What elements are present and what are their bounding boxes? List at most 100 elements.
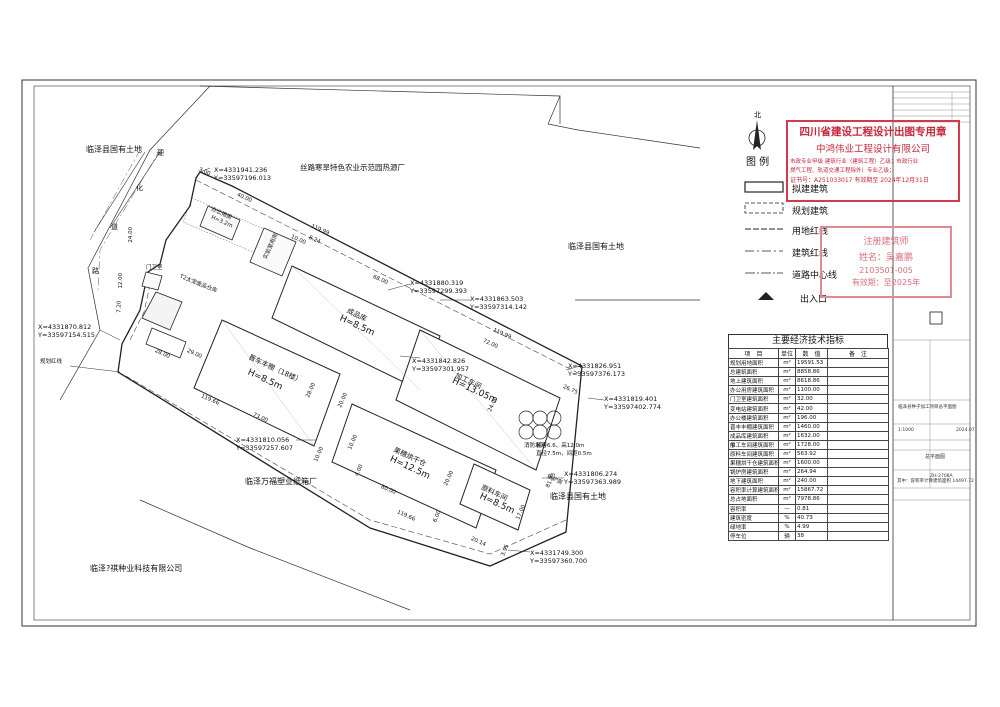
indicators-cell xyxy=(827,458,889,469)
dimension-label: 12.00 xyxy=(118,272,125,289)
indicators-cell: 果穗烘干仓建筑面积 xyxy=(728,458,779,469)
building-line-label: 规划红线 xyxy=(40,359,63,365)
title-block-grid xyxy=(893,91,970,501)
coord-y: Y=33597301.957 xyxy=(412,365,469,373)
leader-line xyxy=(399,355,421,359)
coord-x: X=4331941.236 xyxy=(214,166,268,174)
stamp-line: 有效期：至2025年 xyxy=(851,278,921,287)
indicators-cell xyxy=(827,376,889,387)
indicators-cell: m² xyxy=(778,403,796,414)
indicators-cell: m² xyxy=(778,494,796,505)
fire-pool-label: 消防水池 xyxy=(524,443,547,449)
indicators-cell: m² xyxy=(778,394,796,405)
indicators-cell: % xyxy=(778,512,796,523)
coord-x: X=4331870.812 xyxy=(38,323,92,331)
indicators-cell: 196.00 xyxy=(795,412,828,423)
indicators-cell: 264.94 xyxy=(795,467,828,478)
outer-frame xyxy=(21,79,977,627)
table-note: 其中：容积率计算建筑面积 14497.72 xyxy=(897,479,974,484)
indicators-cell: 原料车间建筑面积 xyxy=(728,448,779,460)
indicators-cell: m² xyxy=(778,367,796,378)
indicators-cell: % xyxy=(778,521,796,532)
lab-building xyxy=(249,227,297,277)
indicators-cell: 容积率计算建筑面积 xyxy=(728,485,779,496)
site-boundary xyxy=(117,171,583,567)
small-room-left xyxy=(145,327,187,359)
indicators-cell: 32.00 xyxy=(795,394,828,405)
planning-line-pointer xyxy=(69,365,121,373)
indicators-cell: 门卫室建筑面积 xyxy=(728,394,779,405)
coord-x: X=4331880.319 xyxy=(410,279,464,287)
indicators-header-cell: 单位 xyxy=(778,348,796,359)
indicators-cell xyxy=(827,530,889,541)
inner-frame xyxy=(33,85,971,621)
indicators-header-cell: 备 注 xyxy=(827,348,889,359)
indicators-cell: 1460.00 xyxy=(795,421,828,432)
road-label: 路 xyxy=(92,267,99,275)
stamp-line: 姓名：吴嘉鹏 xyxy=(858,253,913,263)
indicators-cell: 变电站建筑面积 xyxy=(728,403,779,414)
indicators-cell: — xyxy=(778,503,796,514)
indicators-cell: 40.73 xyxy=(795,512,828,523)
indicators-cell: 4.99 xyxy=(795,521,828,532)
indicators-cell: 8618.86 xyxy=(795,376,828,387)
indicators-cell: 38 xyxy=(795,530,828,541)
title-block-number: ZH-2708A xyxy=(930,474,953,479)
indicators-cell xyxy=(827,467,889,478)
indicators-cell: 加工车间建筑面积 xyxy=(728,439,779,450)
road-label: 化 xyxy=(136,184,143,192)
indicators-cell: 绿地率 xyxy=(728,521,779,532)
left-road-line-2 xyxy=(109,151,161,229)
indicators-cell: 辆 xyxy=(778,530,796,541)
legend-swatch-planned xyxy=(744,202,784,214)
coord-y: Y=33597363.989 xyxy=(564,478,621,486)
stamp-line: 中鸿伟业工程设计有限公司 xyxy=(815,144,930,155)
neighbor-label: 临泽县国有土地 xyxy=(568,242,624,251)
tank-note: 罐容6.6、高12.0m xyxy=(536,443,585,449)
legend-item-centerline: 道路中心线 xyxy=(792,271,838,281)
indicators-cell: 规划用地面积 xyxy=(728,357,779,369)
corn-storage-building xyxy=(331,403,497,529)
hatch-line xyxy=(221,319,315,447)
neighbor-label: 临泽县国有土地 xyxy=(550,492,606,501)
leader-line xyxy=(587,397,605,401)
silo xyxy=(546,424,562,440)
north-label: 北 xyxy=(754,111,761,119)
leader-line xyxy=(507,549,531,553)
left-road-line xyxy=(93,151,146,233)
silo-group xyxy=(518,410,562,440)
indicators-cell: 15867.72 xyxy=(795,485,828,496)
indicators-cell xyxy=(827,357,889,369)
indicators-cell: m² xyxy=(778,357,796,369)
legend-item-entrance: 出入口 xyxy=(800,295,828,305)
coord-x: X=4331810.056 xyxy=(236,436,290,444)
indicators-cell: 总占地面积 xyxy=(728,494,779,505)
leader-line xyxy=(387,283,411,291)
indicators-cell: 锅炉房建筑面积 xyxy=(728,467,779,478)
coord-y: Y=33597299.393 xyxy=(410,287,467,295)
neighbor-label: 丝路寒旱特色农业示范园热源厂 xyxy=(300,163,405,172)
leader-line xyxy=(565,365,581,371)
neighbor-label: 临泽县国有土地 xyxy=(86,145,142,154)
neighbor-label: 临泽万福塑业纸箱厂 xyxy=(245,477,317,486)
legend-item-landline: 用地红线 xyxy=(792,227,829,237)
coord-x: X=4331842.826 xyxy=(412,357,466,365)
indicators-cell: m² xyxy=(778,448,796,460)
indicators-table-title: 主要经济技术指标 xyxy=(728,334,888,348)
indicators-row: 绿地率%4.99 xyxy=(728,521,889,532)
indicators-cell: 地下建筑面积 xyxy=(728,476,779,487)
